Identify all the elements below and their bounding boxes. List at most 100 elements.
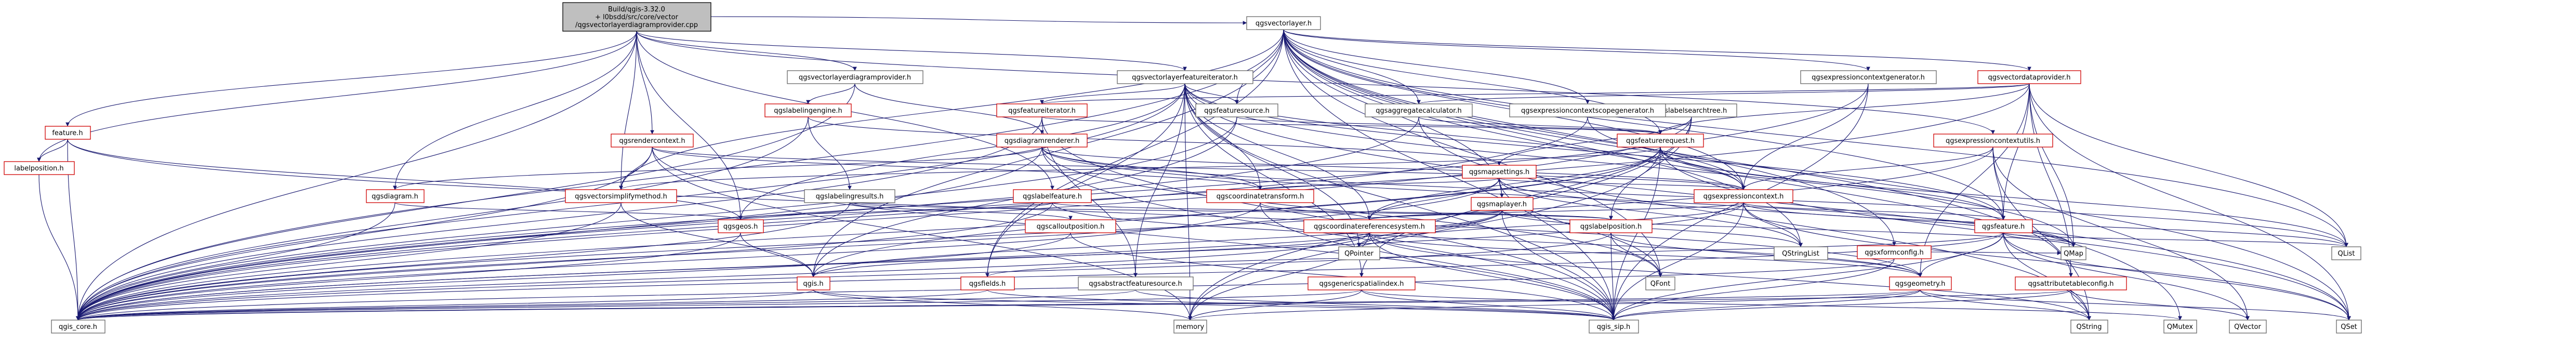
edge-crs-to-core: [76, 232, 1370, 321]
node-fiter_vl[interactable]: qgsvectorlayerfeatureiterator.h: [1117, 70, 1253, 84]
node-qstringlist[interactable]: QStringList: [1774, 246, 1828, 260]
node-ctrans[interactable]: qgscoordinatetransform.h: [1206, 189, 1314, 203]
node-absrc[interactable]: qgsabstractfeaturesource.h: [1078, 276, 1194, 290]
edge-lpos-to-qfont: [1610, 232, 1662, 277]
node-aggcalc[interactable]: qgsaggregatecalculator.h: [1365, 103, 1473, 117]
node-maplayer[interactable]: qgsmaplayer.h: [1471, 197, 1534, 211]
edge-qgeom-to-memory: [1188, 289, 1921, 321]
node-lresults[interactable]: qgslabelingresults.h: [804, 189, 895, 203]
node-qstring[interactable]: QString: [2070, 320, 2108, 334]
node-provider_h[interactable]: qgsvectorlayerdiagramprovider.h: [787, 70, 923, 84]
node-label: qgsfeature.h: [1982, 223, 2025, 231]
edge-qgsvectorlayer-to-sip: [1283, 29, 1616, 321]
edge-fields-to-sip: [987, 289, 1616, 321]
node-fiter[interactable]: qgsfeatureiterator.h: [996, 103, 1088, 117]
edge-attrcfg-to-sip: [1611, 289, 2071, 321]
node-ctxgen[interactable]: qgsexpressioncontextgenerator.h: [1800, 70, 1937, 84]
node-box: [611, 134, 694, 148]
node-calloutpos[interactable]: qgscalloutposition.h: [1025, 219, 1116, 233]
edge-lsearch-to-memory: [1188, 116, 1692, 321]
node-lfeature[interactable]: qgslabelfeature.h: [1013, 189, 1092, 203]
node-qmutex[interactable]: QMutex: [2163, 320, 2197, 334]
node-labelingengine[interactable]: qgslabelingengine.h: [764, 103, 852, 117]
node-qpointer[interactable]: QPointer: [1338, 246, 1380, 260]
edge-geos-to-core: [76, 232, 741, 321]
edge-aggcalc-to-freq: [1418, 116, 1662, 135]
node-simplify[interactable]: qgsvectorsimplifymethod.h: [565, 189, 677, 203]
node-attrcfg[interactable]: qgsattributetableconfig.h: [2015, 276, 2127, 290]
node-fsource[interactable]: qgsfeaturesource.h: [1195, 103, 1278, 117]
node-label: qgslabelfeature.h: [1023, 193, 1082, 201]
node-label: /qgsvectorlayerdiagramprovider.cpp: [575, 21, 698, 29]
node-fields[interactable]: qgsfields.h: [960, 276, 1015, 290]
node-qset[interactable]: QSet: [2336, 320, 2362, 334]
node-freq[interactable]: qgsfeaturerequest.h: [1617, 134, 1704, 148]
edge-root-to-fiter_vl: [636, 31, 1187, 71]
edge-root-to-ctxutils: [636, 31, 1995, 135]
node-qvector[interactable]: QVector: [2229, 320, 2267, 334]
node-vdp[interactable]: qgsvectordataprovider.h: [1977, 70, 2081, 84]
node-label: qgscoordinatetransform.h: [1217, 193, 1304, 201]
node-box: [996, 134, 1088, 148]
edge-rctx-to-core: [76, 147, 653, 321]
node-qlist[interactable]: QList: [2331, 246, 2361, 260]
node-label: qgis.h: [803, 280, 823, 288]
node-root[interactable]: Build/qgis-3.32.0+ l0bsdd/src/core/vecto…: [562, 2, 711, 32]
node-box: [1307, 276, 1416, 290]
edge-msettings-to-core: [76, 178, 1500, 321]
node-memory[interactable]: memory: [1173, 320, 1207, 334]
node-sip[interactable]: qgis_sip.h: [1589, 320, 1639, 334]
node-rctx[interactable]: qgsrendercontext.h: [611, 134, 694, 148]
edge-root-to-rctx: [636, 31, 654, 135]
node-qmap[interactable]: QMap: [2060, 246, 2086, 260]
node-box: [1206, 189, 1314, 203]
node-qgsvectorlayer[interactable]: qgsvectorlayer.h: [1246, 16, 1321, 30]
node-feature_h[interactable]: feature.h: [45, 126, 91, 140]
node-ectx[interactable]: qgsexpressioncontext.h: [1694, 189, 1793, 203]
node-box: [1617, 134, 1704, 148]
edge-ectx-to-qset: [1743, 202, 2351, 321]
edge-crs-to-qgeom: [1369, 232, 1922, 277]
edge-vdp-to-qmap: [2029, 83, 2076, 247]
node-qfont[interactable]: QFont: [1645, 276, 1675, 290]
node-box: [1246, 16, 1321, 30]
edge-qgsfeature-to-qset: [2003, 232, 2351, 321]
node-qgeom[interactable]: qgsgeometry.h: [1889, 276, 1952, 290]
edge-qgsfeature-to-qmap: [2003, 232, 2076, 247]
node-diagram[interactable]: qgsdiagram.h: [366, 189, 425, 203]
node-labelposition_h[interactable]: labelposition.h: [4, 161, 75, 175]
edge-lsearch-to-msettings: [1497, 116, 1692, 166]
edge-vdp-to-aggcalc: [1417, 83, 2030, 104]
node-box: [1303, 219, 1436, 233]
node-label: + l0bsdd/src/core/vector: [595, 14, 679, 21]
edge-scopegen-to-ectx: [1587, 116, 1746, 190]
node-box: [4, 161, 75, 175]
node-crs[interactable]: qgscoordinatereferencesystem.h: [1303, 219, 1436, 233]
node-msettings[interactable]: qgsmapsettings.h: [1462, 165, 1537, 179]
edge-fiter_vl-to-geos: [738, 83, 1185, 220]
node-box: [1645, 276, 1675, 290]
node-lpos[interactable]: qgslabelposition.h: [1569, 219, 1653, 233]
node-qgsfeature[interactable]: qgsfeature.h: [1974, 219, 2033, 233]
edge-labelingengine-to-core: [76, 116, 809, 321]
node-scopegen[interactable]: qgsexpressioncontextscopegenerator.h: [1509, 103, 1666, 117]
node-ctxutils[interactable]: qgsexpressioncontextutils.h: [1933, 134, 2053, 148]
node-box: [804, 189, 895, 203]
node-xform[interactable]: qgsxformconfig.h: [1857, 245, 1932, 259]
edge-fsource-to-core: [76, 116, 1237, 321]
edge-maplayer-to-qgis_h: [811, 210, 1502, 277]
node-box: [1974, 219, 2033, 233]
node-qgis_h[interactable]: qgis.h: [797, 276, 830, 290]
edge-qgsvectorlayer-to-aggcalc: [1283, 29, 1421, 104]
node-box: [787, 70, 923, 84]
node-label: QString: [2076, 323, 2102, 331]
node-label: qgslabelingresults.h: [816, 193, 884, 201]
node-diagrend[interactable]: qgsdiagramrenderer.h: [996, 134, 1088, 148]
node-geos[interactable]: qgsgeos.h: [718, 219, 764, 233]
edge-lfeature-to-core: [76, 202, 1053, 321]
node-spidx[interactable]: qgsgenericspatialindex.h: [1307, 276, 1416, 290]
node-core[interactable]: qgis_core.h: [51, 320, 105, 334]
node-label: qgslabelingengine.h: [774, 107, 842, 115]
edge-fiter_vl-to-fields: [985, 83, 1185, 277]
node-box: [1857, 245, 1932, 259]
